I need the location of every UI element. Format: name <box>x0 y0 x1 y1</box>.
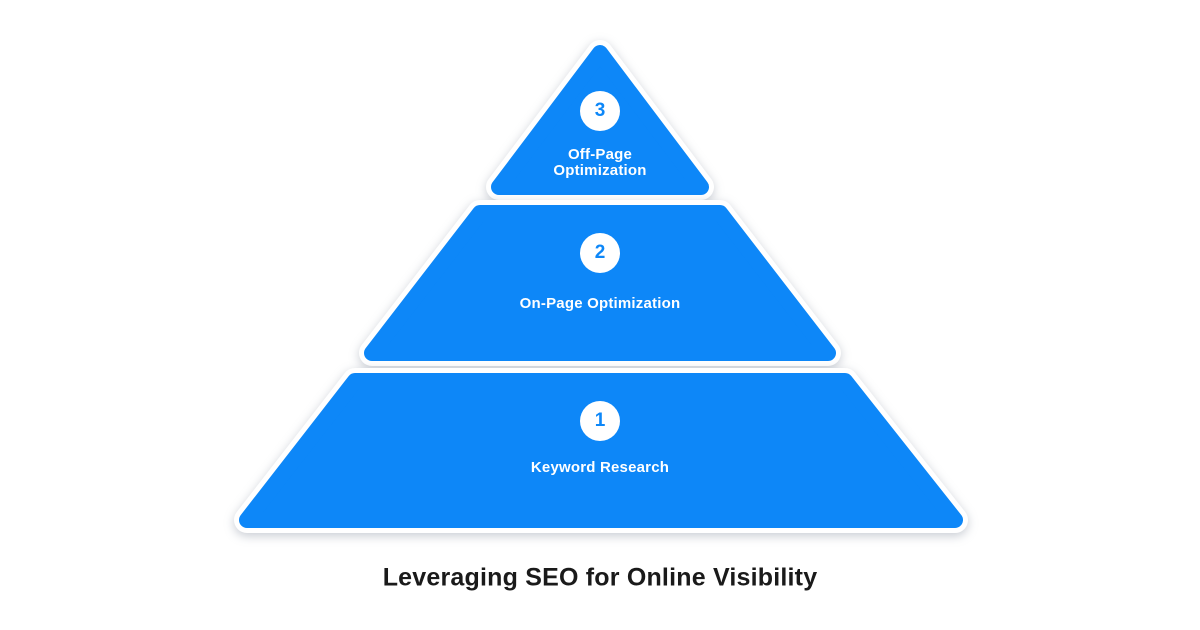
pyramid-level-1 <box>234 368 968 533</box>
level-2-label: On-Page Optimization <box>519 295 681 312</box>
pyramid-level-1-shape <box>239 373 963 528</box>
level-1-number-badge: 1 <box>580 401 620 441</box>
pyramid-level-2 <box>359 200 841 366</box>
level-1-label: Keyword Research <box>530 459 670 476</box>
level-3-label: Off-Page Optimization <box>553 146 647 179</box>
diagram-title: Leveraging SEO for Online Visibility <box>382 563 818 592</box>
level-2-number: 2 <box>594 242 606 263</box>
pyramid-level-2-shape <box>364 205 836 361</box>
level-3-number-badge: 3 <box>580 91 620 131</box>
level-2-number-badge: 2 <box>580 233 620 273</box>
level-3-number: 3 <box>594 100 606 121</box>
level-1-number: 1 <box>594 410 606 431</box>
